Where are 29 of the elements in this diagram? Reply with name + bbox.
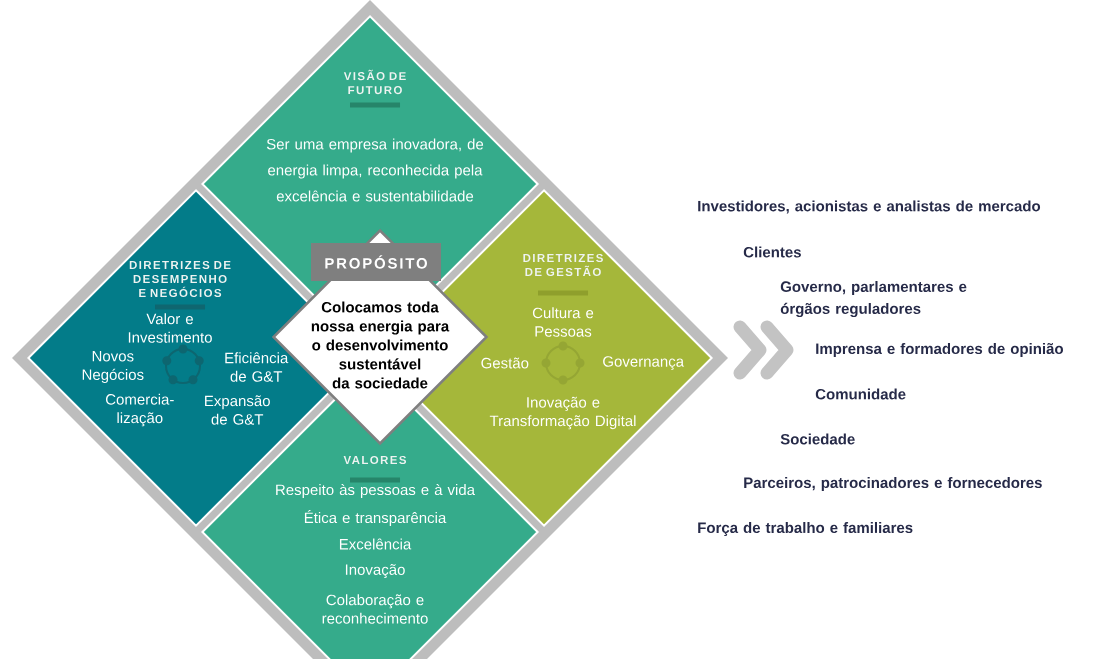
guideline-item: Eficiência de G&T bbox=[225, 352, 289, 382]
value-item: Excelência bbox=[339, 538, 412, 550]
stakeholder-label: Comunidade bbox=[815, 388, 906, 400]
stakeholder-label: Força de trabalho e familiares bbox=[698, 522, 913, 536]
section-heading: VALORES bbox=[343, 455, 407, 465]
stakeholder-label: Governo, parlamentares e órgãos reguladores bbox=[780, 281, 967, 318]
value-item: Respeito às pessoas e à vida bbox=[276, 483, 475, 499]
purpose-label: PROPÓSITO bbox=[325, 255, 427, 269]
guideline-item: Cultura e Pessoas bbox=[532, 307, 594, 337]
stakeholder-label: Imprensa e formadores de opinião bbox=[816, 343, 1063, 357]
guideline-item: Comercia- lização bbox=[106, 393, 174, 427]
guideline-item: Governança bbox=[603, 356, 685, 370]
value-item: Ética e transparência bbox=[304, 509, 447, 527]
guideline-item: Gestão bbox=[481, 357, 529, 369]
purpose-text: Colocamos toda nossa energia para o desenvolvimento sustentável da sociedade bbox=[311, 301, 450, 389]
guideline-item: Inovação e Transformação Digital bbox=[489, 396, 636, 430]
vision-text: Ser uma empresa inovadora, de energia limpa, reconhecida pela excelência e sustentabilidade bbox=[266, 138, 484, 202]
stakeholder-label: Parceiros, patrocinadores e fornecedores bbox=[744, 477, 1042, 491]
stakeholder-label: Clientes bbox=[743, 246, 801, 258]
section-heading: DIRETRIZES DE GESTÃO bbox=[523, 253, 603, 277]
stakeholder-label: Sociedade bbox=[780, 433, 855, 445]
guideline-item: Expansão de G&T bbox=[205, 395, 270, 425]
section-heading: VISÃO DE FUTURO bbox=[343, 69, 406, 95]
guideline-item: Novos Negócios bbox=[82, 351, 144, 383]
section-heading: DIRETRIZES DE DESEMPENHO E NEGÓCIOS bbox=[129, 260, 231, 298]
stakeholder-label: Investidores, acionistas e analistas de mercado bbox=[698, 200, 1041, 214]
guideline-item: Valor e Investimento bbox=[128, 313, 212, 343]
value-item: Inovação bbox=[345, 564, 405, 578]
value-item: Colaboração e reconhecimento bbox=[322, 594, 428, 624]
